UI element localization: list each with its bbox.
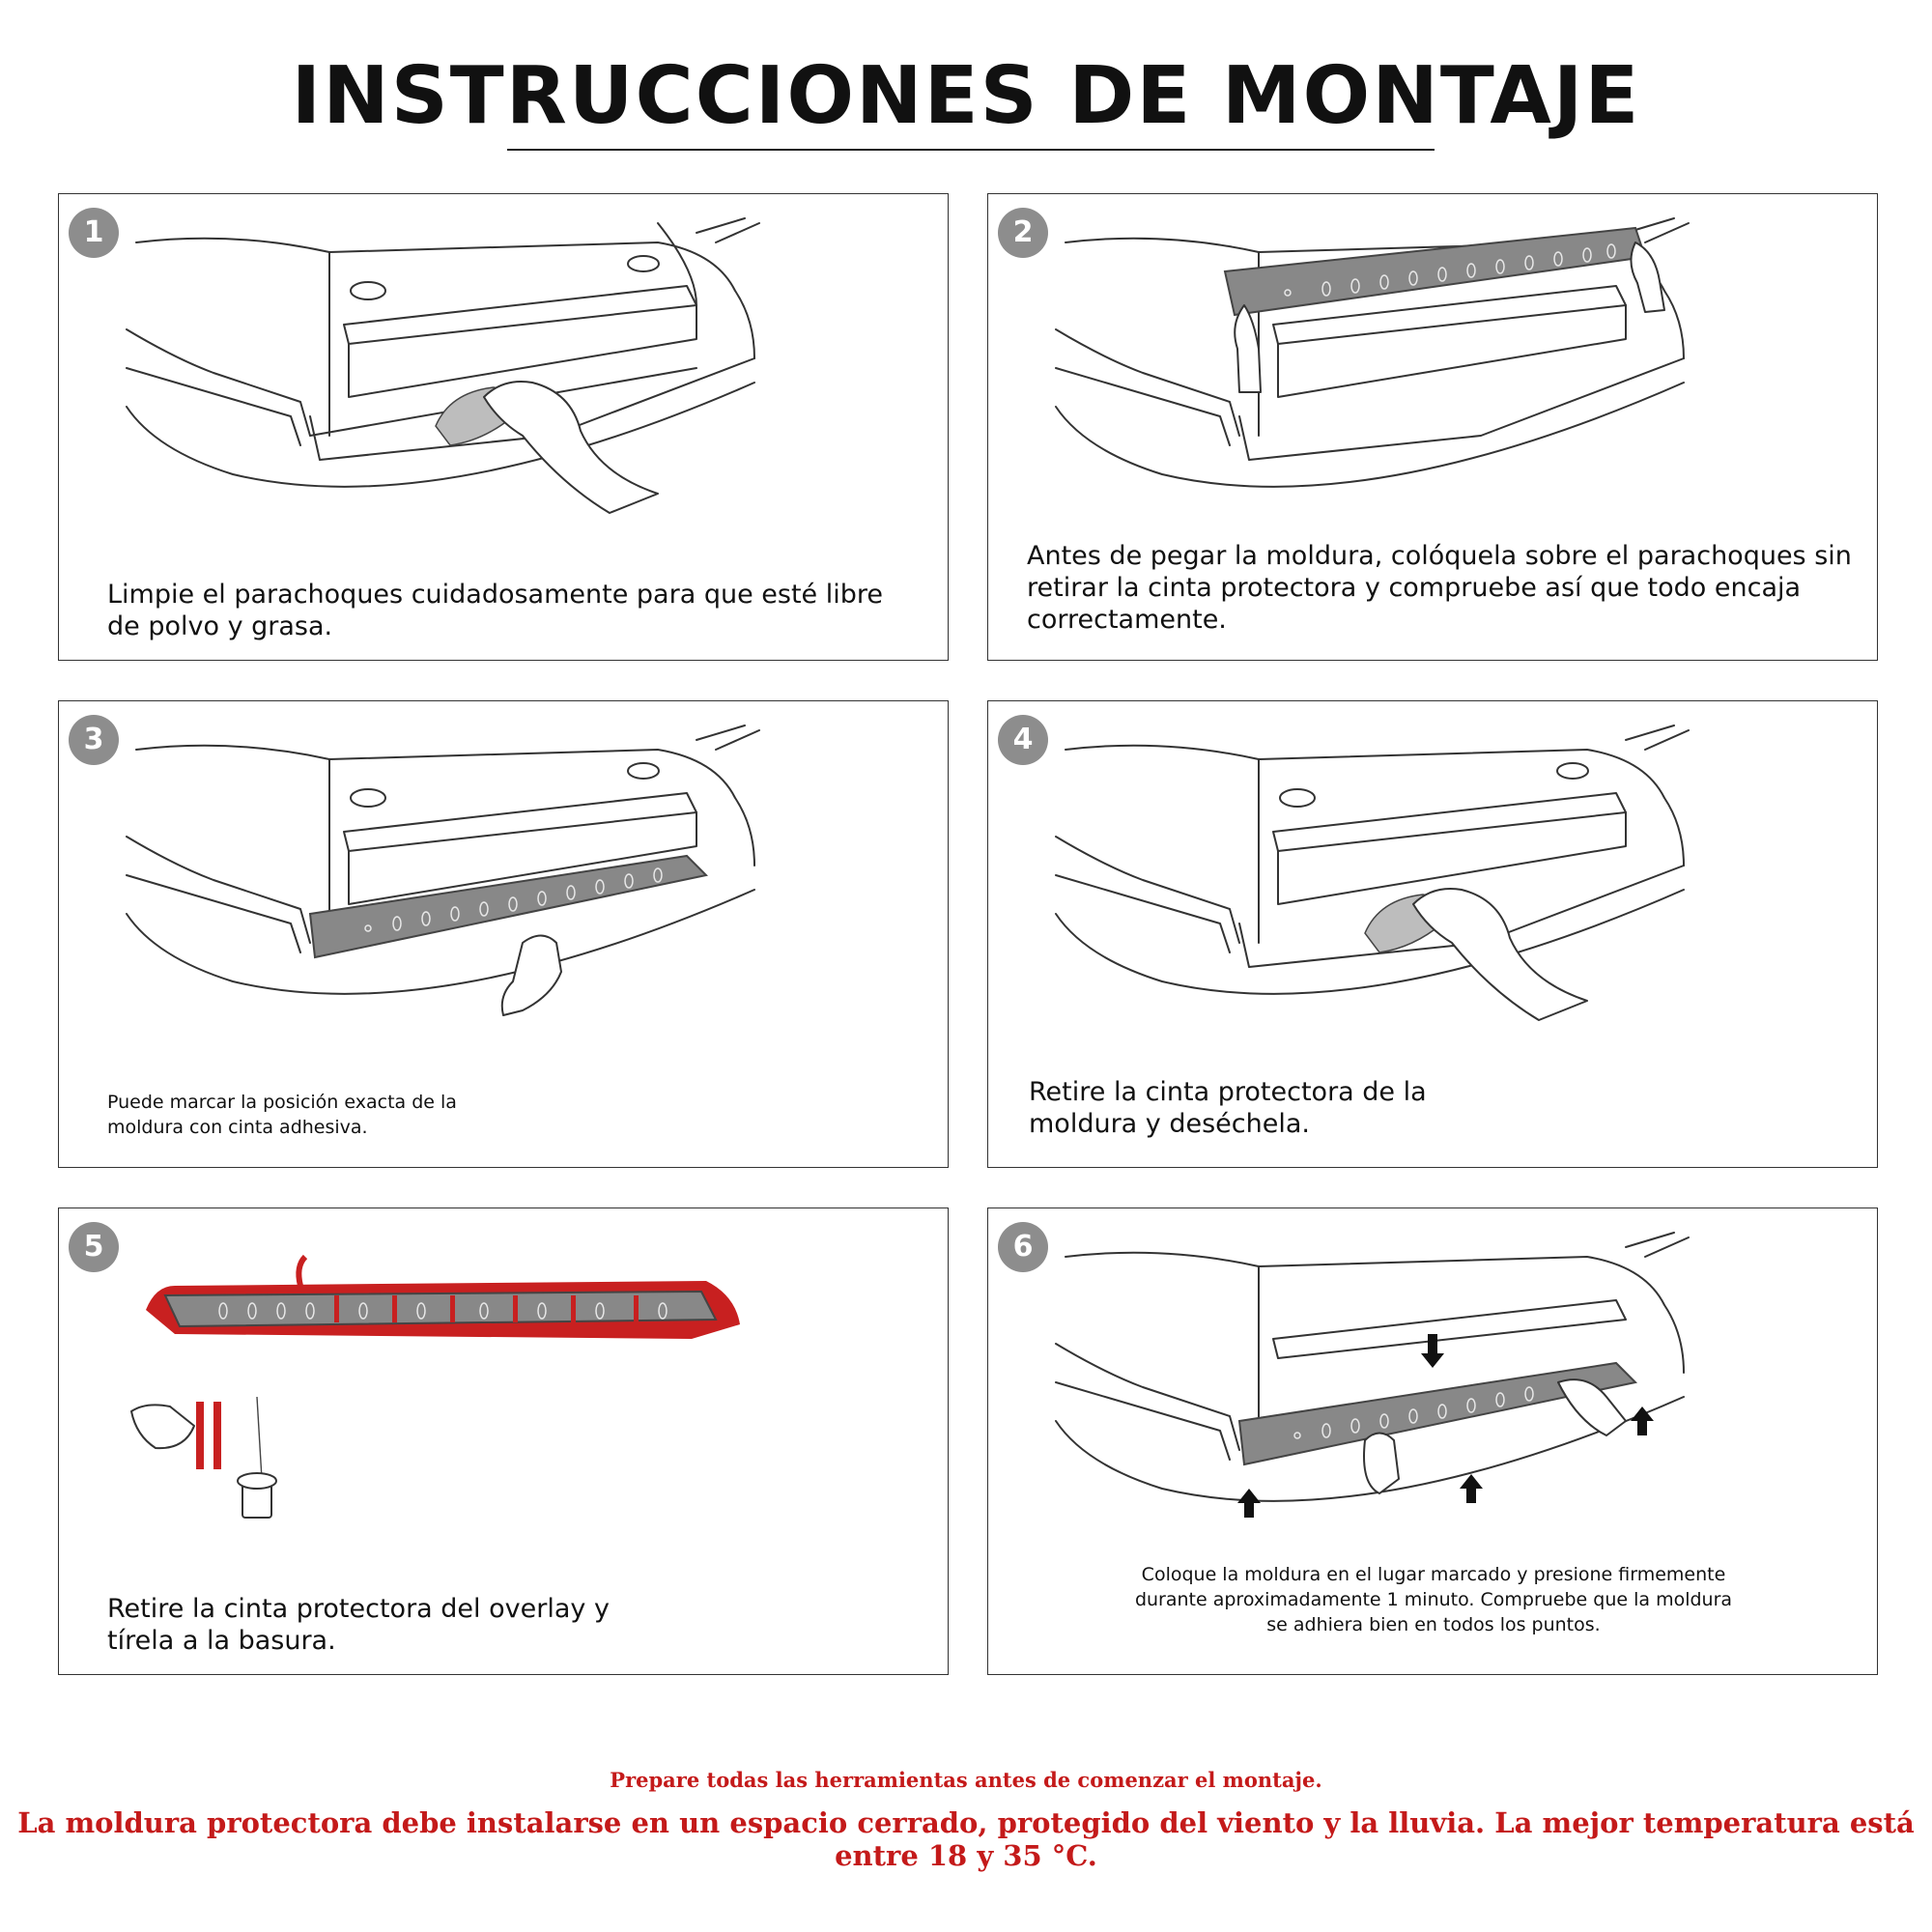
step-3-caption: Puede marcar la posición exacta de la mo… <box>107 1092 457 1138</box>
step-panel-6: 6 Coloque la moldura en el lugar marcado… <box>987 1208 1878 1675</box>
step-panel-5: 5 Retire la cinta protectora del overlay… <box>58 1208 949 1675</box>
molding-test-fit-illustration <box>1055 217 1690 488</box>
step-number-badge: 6 <box>998 1222 1048 1272</box>
step-6-caption: Coloque la moldura en el lugar marcado y… <box>1134 1564 1733 1635</box>
installation-warning: La moldura protectora debe instalarse en… <box>17 1806 1915 1872</box>
preparation-note: Prepare todas las herramientas antes de … <box>610 1768 1322 1792</box>
step-number-badge: 1 <box>69 208 119 258</box>
step-panel-4: 4 Retire la cinta protectora de la moldu… <box>987 700 1878 1168</box>
title-divider <box>507 149 1435 151</box>
remove-liner-illustration <box>1055 724 1690 1021</box>
step-panel-2: 2 Antes de pegar la moldura, colóquela s… <box>987 193 1878 661</box>
step-4-caption: Retire la cinta protectora de la moldura… <box>1029 1077 1427 1139</box>
step-1-caption: Limpie el parachoques cuidadosamente par… <box>107 580 883 641</box>
step-number-badge: 4 <box>998 715 1048 765</box>
step-5-caption: Retire la cinta protectora del overlay y… <box>107 1594 610 1656</box>
step-number-badge: 3 <box>69 715 119 765</box>
step-panel-1: 1 Limpie el parachoques cuidadosamente p… <box>58 193 949 661</box>
overlay-tape-removal-illustration <box>130 1254 740 1519</box>
step-number-badge: 5 <box>69 1222 119 1272</box>
bumper-cleaning-illustration <box>126 217 760 514</box>
step-panel-3: 3 Puede marcar la posición exacta de la … <box>58 700 949 1168</box>
tape-marking-illustration <box>126 724 760 1016</box>
step-2-caption: Antes de pegar la moldura, colóquela sob… <box>1027 541 1852 635</box>
step-number-badge: 2 <box>998 208 1048 258</box>
press-molding-illustration <box>1055 1232 1690 1518</box>
page-title: INSTRUCCIONES DE MONTAJE <box>291 50 1641 142</box>
